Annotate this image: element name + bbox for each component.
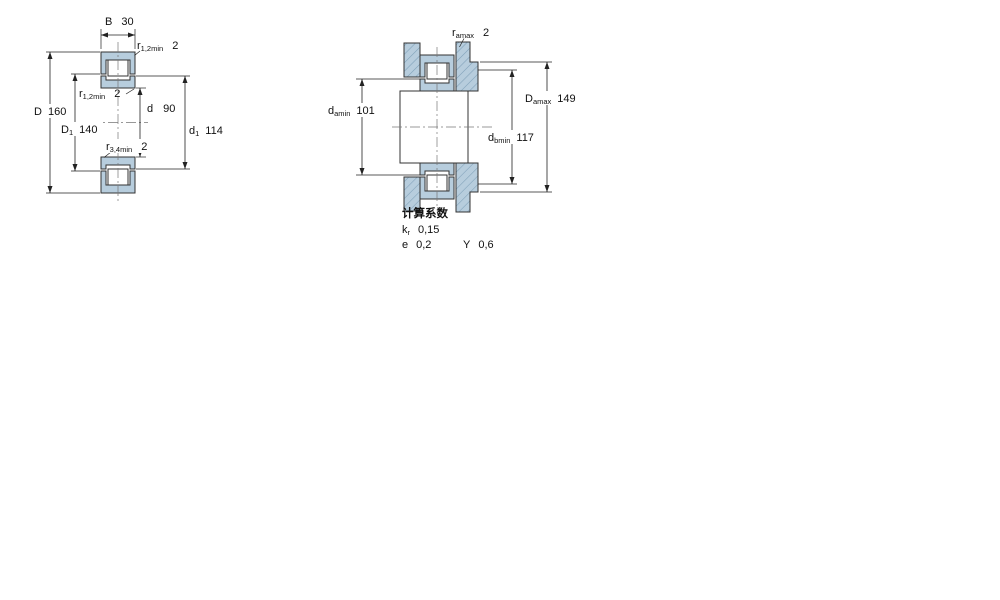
label-backing xyxy=(522,91,584,105)
damin-dimension xyxy=(356,78,420,176)
b-dimension xyxy=(100,29,136,49)
Damax-dimension xyxy=(480,61,552,193)
abutment-shapes xyxy=(403,41,479,213)
shaft-abutment-upper xyxy=(455,41,479,92)
label-backing xyxy=(58,122,102,136)
ramax-leader xyxy=(459,38,465,48)
r12-top-leader xyxy=(134,50,141,56)
label-backing xyxy=(31,104,73,118)
housing-shoulder-lower xyxy=(403,176,421,212)
d1-dimension xyxy=(136,75,190,170)
D-dimension xyxy=(46,51,100,194)
label-backing xyxy=(103,139,153,153)
shaft-abutment-lower xyxy=(455,162,479,213)
r12-side-leader xyxy=(125,88,135,95)
label-backing xyxy=(485,130,545,144)
dbmin-dimension xyxy=(478,69,517,185)
label-backing xyxy=(325,103,389,117)
calculation-factors-title: 计算系数 xyxy=(402,206,448,220)
housing-shoulder-upper xyxy=(403,42,421,78)
